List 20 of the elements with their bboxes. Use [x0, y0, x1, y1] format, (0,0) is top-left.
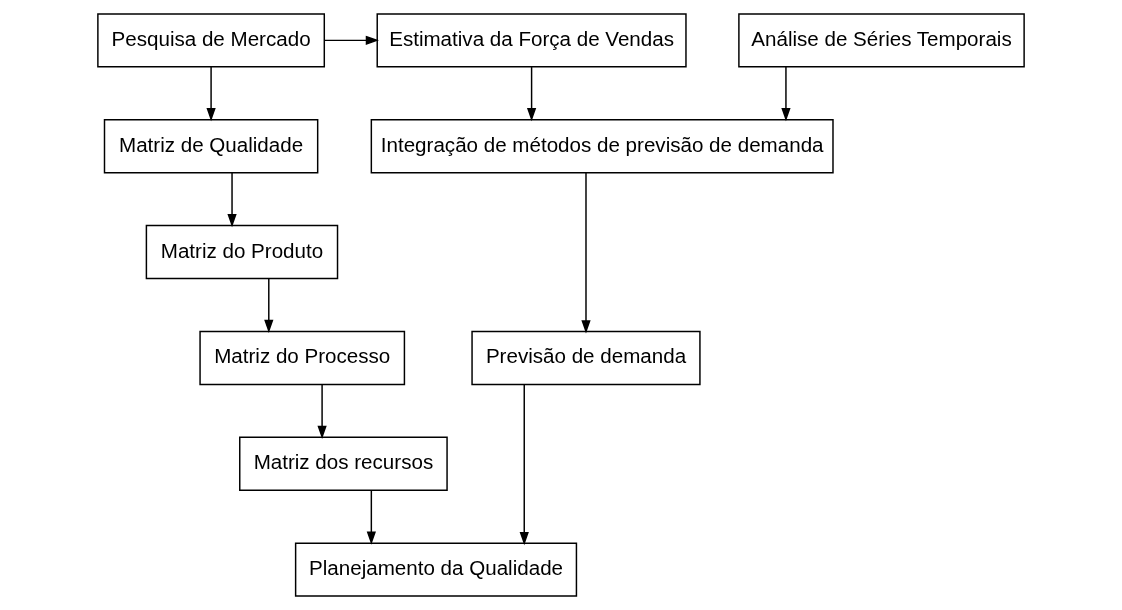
node-box: Matriz dos recursos: [239, 436, 448, 491]
node-box: Matriz de Qualidade: [103, 119, 319, 174]
arrow: [323, 35, 379, 45]
arrow: [581, 172, 591, 334]
arrow: [526, 66, 537, 122]
node-box: Análise de Séries Temporais: [738, 13, 1025, 68]
arrow: [366, 489, 376, 545]
arrow: [317, 383, 327, 439]
node-box: Planejamento da Qualidade: [294, 542, 578, 597]
node-box: Pesquisa de Mercado: [97, 13, 326, 68]
arrow: [781, 66, 791, 122]
node-box: Estimativa da Força de Vendas: [376, 13, 687, 68]
node-box: Matriz do Processo: [199, 330, 406, 386]
arrow: [519, 384, 529, 546]
node-box: Matriz do Produto: [145, 224, 339, 280]
node-box: Previsão de demanda: [471, 330, 701, 386]
arrow: [264, 278, 274, 334]
arrow: [206, 66, 216, 122]
arrow: [227, 172, 237, 228]
node-box: Integração de métodos de previsão de demanda: [370, 119, 834, 174]
